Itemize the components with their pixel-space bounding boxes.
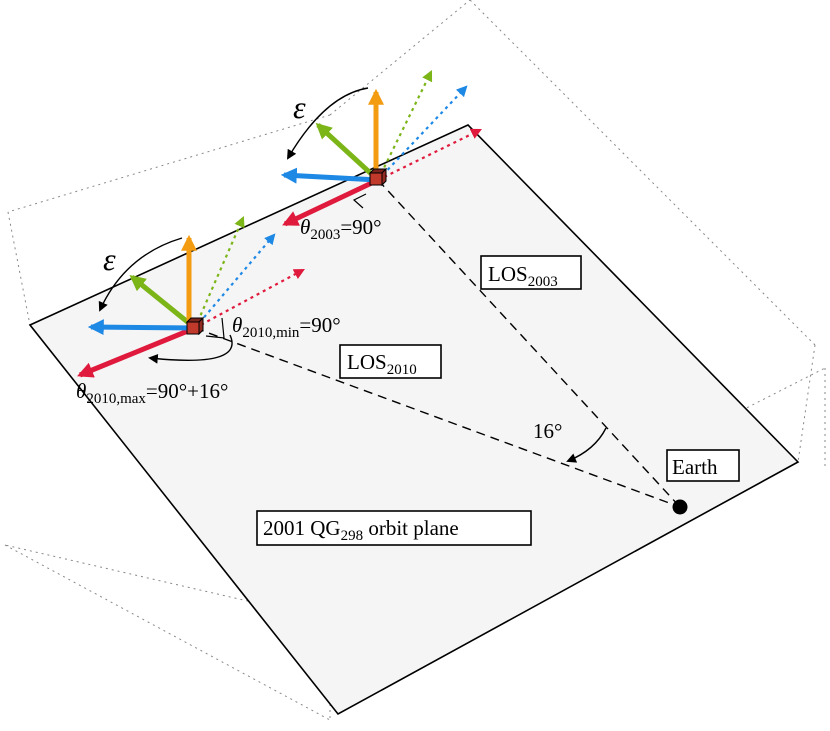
dotted-green-arrow-2003 [377, 70, 433, 181]
epsilon-label-2010: ε [103, 241, 116, 277]
blue-arrow-2003 [280, 167, 379, 184]
orbit-plane [28, 124, 800, 716]
svg-text:LOS2003: LOS2003 [488, 262, 558, 290]
frame-2010 [77, 215, 305, 378]
dotted-green-arrow-2010 [193, 215, 245, 329]
angle-16-label: 16° [533, 419, 562, 443]
blue-arrow-2010 [87, 319, 196, 336]
dotted-blue-arrow-2003 [377, 85, 468, 181]
theta-2003-label: θ2003=90° [300, 215, 382, 243]
epsilon-arc-2003 [287, 87, 369, 160]
svg-text:Earth: Earth [672, 455, 718, 479]
theta-max-arc-2010 [148, 334, 233, 364]
earth-dot [672, 499, 688, 515]
earth-label-box: Earth [666, 449, 740, 482]
svg-text:2001 QG298 orbit plane: 2001 QG298 orbit plane [263, 516, 459, 544]
svg-text:LOS2010: LOS2010 [347, 350, 417, 378]
los-2010-label-box: LOS2010 [339, 344, 442, 379]
angle-16-arc [566, 427, 607, 463]
green-arrow-2003 [315, 122, 380, 182]
dotted-red-arrow-2003 [377, 128, 482, 181]
right-angle-2010 [205, 317, 225, 339]
asteroid-cube-2003 [368, 167, 388, 187]
orbit-plane-label-box: 2001 QG298 orbit plane [256, 510, 532, 546]
los-lines [194, 179, 681, 508]
right-angle-2003 [352, 193, 367, 209]
asteroid-cube-2010 [185, 316, 205, 336]
los-2003-label-box: LOS2003 [480, 255, 582, 290]
epsilon-label-2003: ε [293, 89, 306, 125]
epsilon-arc-2010 [98, 237, 183, 312]
red-arrow-2010 [77, 325, 196, 378]
los-2010-line [194, 327, 681, 508]
green-arrow-2010 [129, 274, 197, 330]
red-arrow-2003 [282, 177, 380, 227]
theta-2010-min-label: θ2010,min=90° [232, 313, 341, 341]
frame-2003 [280, 70, 482, 227]
theta-2010-max-label: θ2010,max=90°+16° [76, 379, 228, 407]
